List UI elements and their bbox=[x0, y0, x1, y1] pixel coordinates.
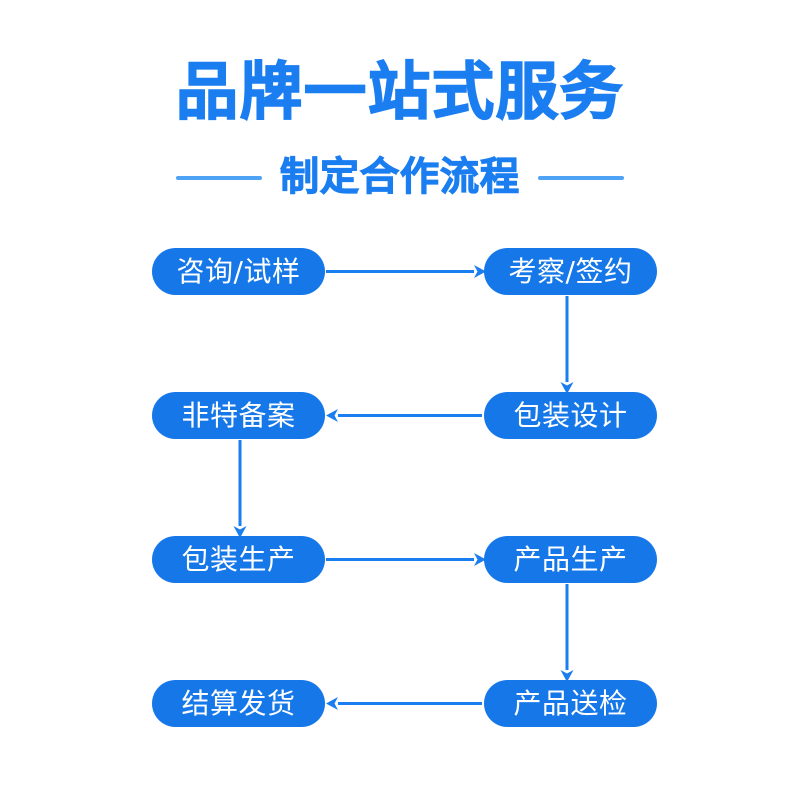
connector-packageprod-to-productprod bbox=[326, 553, 486, 566]
flow-node-label: 包装设计 bbox=[513, 398, 628, 432]
connector-nonspecial-to-packageprod bbox=[233, 440, 247, 538]
flow-node-label: 非特备案 bbox=[181, 398, 296, 432]
connector-consult-to-inspect bbox=[326, 265, 486, 278]
flow-node-product-prod[interactable]: 产品生产 bbox=[484, 536, 657, 583]
dash-right-decoration bbox=[538, 176, 624, 180]
connector-test-to-settle bbox=[326, 697, 482, 710]
page-title: 品牌一站式服务 bbox=[175, 55, 624, 128]
flow-node-label: 考察/签约 bbox=[508, 254, 633, 288]
flow-node-package-design[interactable]: 包装设计 bbox=[484, 392, 657, 439]
flow-node-settle-ship[interactable]: 结算发货 bbox=[152, 680, 325, 727]
connector-productprod-to-test bbox=[560, 584, 574, 682]
connector-design-to-nonspecial bbox=[326, 409, 482, 422]
connector-inspect-to-design bbox=[560, 296, 574, 394]
flow-node-product-test[interactable]: 产品送检 bbox=[484, 680, 657, 727]
flow-node-non-special[interactable]: 非特备案 bbox=[152, 392, 325, 439]
flow-node-label: 产品生产 bbox=[513, 542, 628, 576]
flow-node-label: 产品送检 bbox=[513, 686, 628, 720]
flow-node-label: 咨询/试样 bbox=[176, 254, 301, 288]
page-subtitle: 制定合作流程 bbox=[279, 154, 520, 200]
flow-node-consult[interactable]: 咨询/试样 bbox=[152, 248, 325, 295]
flow-node-label: 包装生产 bbox=[181, 542, 296, 576]
dash-left-decoration bbox=[175, 176, 262, 180]
flow-node-package-prod[interactable]: 包装生产 bbox=[152, 536, 325, 583]
subtitle-row: 制定合作流程 bbox=[0, 152, 800, 204]
flow-node-inspect-sign[interactable]: 考察/签约 bbox=[484, 248, 657, 295]
flow-node-label: 结算发货 bbox=[181, 686, 296, 720]
